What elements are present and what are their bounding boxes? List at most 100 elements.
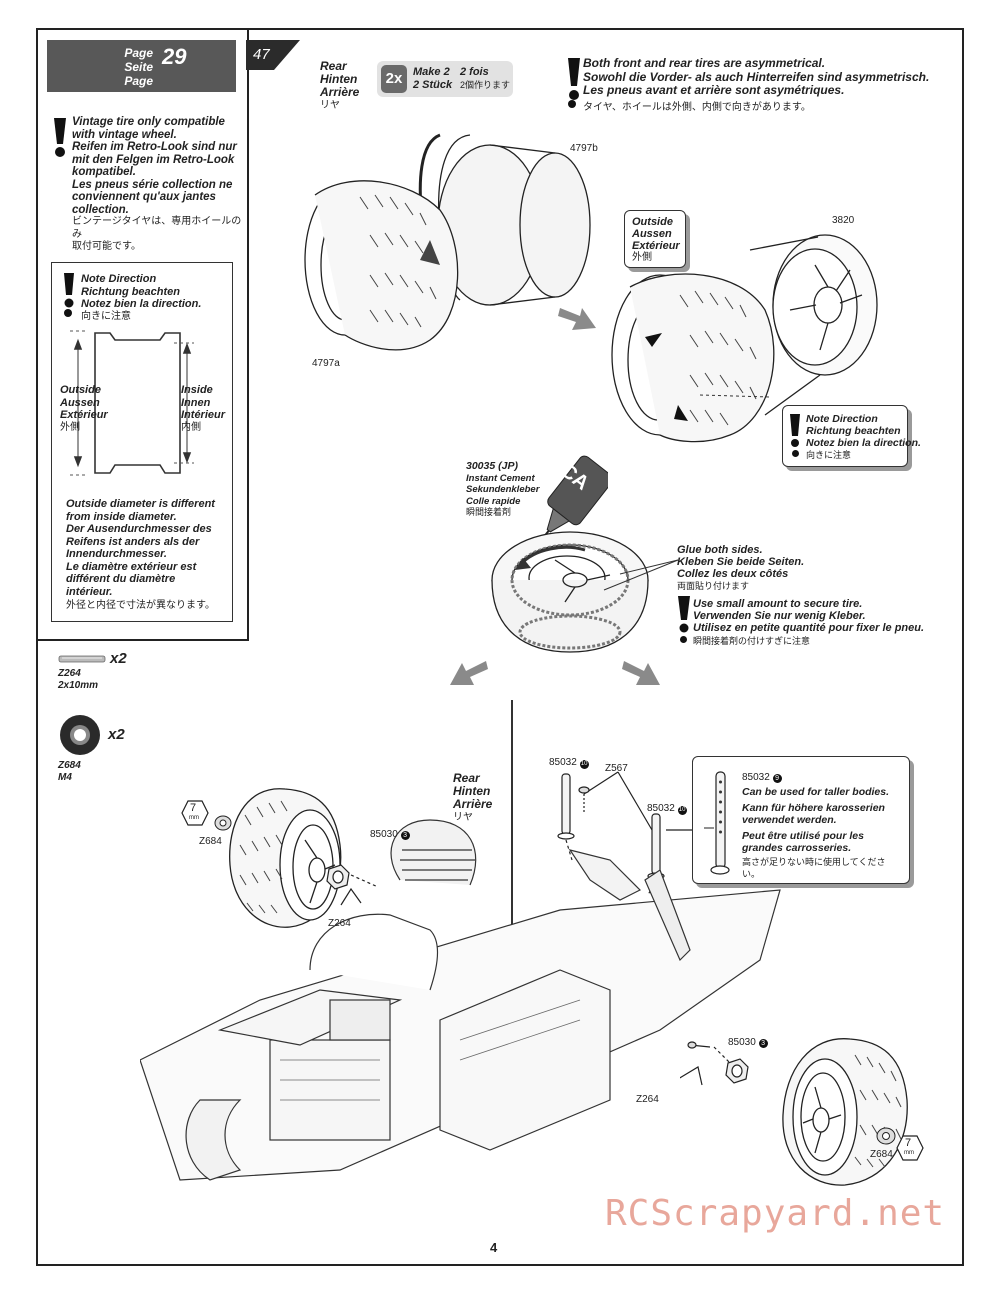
note-line: intérieur. bbox=[66, 585, 113, 598]
z264-qty: x2 bbox=[110, 650, 127, 667]
warning-line: Sowohl die Vorder- als auch Hinterreifen… bbox=[583, 69, 930, 84]
label-line: 両面貼り付けます bbox=[677, 581, 750, 591]
label-line: Notez bien la direction. bbox=[806, 437, 921, 449]
note-line: Le diamètre extérieur est bbox=[66, 560, 197, 573]
part-size: M4 bbox=[58, 772, 72, 783]
label-line: Outside bbox=[60, 384, 101, 396]
warning-line: Both front and rear tires are asymmetric… bbox=[583, 56, 826, 70]
outside-label: Outside Aussen Extérieur 外側 bbox=[60, 384, 108, 434]
arrow-right-down-icon bbox=[558, 308, 596, 330]
wrench-size-unit: mm bbox=[904, 1150, 914, 1156]
label-line: Arrière bbox=[320, 85, 360, 99]
label-line: grandes carrosseries. bbox=[742, 842, 852, 854]
warning-line: Les pneus avant et arrière sont asymétri… bbox=[583, 83, 845, 97]
warning-line: collection. bbox=[72, 203, 129, 216]
inside-label: Inside Innen Intérieur 内側 bbox=[181, 384, 225, 434]
warning-line: conviennent qu'aux jantes bbox=[72, 191, 216, 203]
ca-glue-bottle-icon bbox=[540, 455, 608, 541]
label-line: Collez les deux côtés bbox=[677, 568, 789, 580]
label-line: 外側 bbox=[632, 252, 652, 263]
label-line: Can be used for taller bodies. bbox=[742, 786, 890, 798]
part-label-85030-b: 85030 3 bbox=[728, 1037, 768, 1048]
warning-line: ビンテージタイヤは、専用ホイールのみ bbox=[72, 216, 242, 240]
warning-line: with vintage wheel. bbox=[72, 128, 177, 141]
label-line: Intérieur bbox=[181, 409, 226, 421]
note-line: différent du diamètre bbox=[66, 573, 176, 585]
body-post-illustration bbox=[704, 771, 730, 875]
label-line: Arrière bbox=[453, 797, 493, 811]
label-line: 2 Stück bbox=[413, 79, 453, 91]
label-line: Inside bbox=[181, 384, 213, 396]
part-label-z567: Z567 bbox=[605, 763, 628, 774]
taller-bodies-text: Can be used for taller bodies. Kann für … bbox=[742, 786, 902, 880]
watermark: RCScrapyard.net bbox=[605, 1193, 946, 1234]
circled-number-icon: 3 bbox=[400, 831, 410, 840]
outside-callout-text: Outside Aussen Extérieur 外側 bbox=[632, 216, 680, 264]
warning-line: Verwenden Sie nur wenig Kleber. bbox=[693, 610, 866, 622]
part-label-z684-b: Z684 bbox=[870, 1149, 893, 1160]
bullet-icon bbox=[680, 636, 687, 643]
wrench-size-value: 7 bbox=[190, 802, 197, 814]
small-amount-warning: Use small amount to secure tire. Verwend… bbox=[693, 598, 924, 634]
tire-insert-exploded-illustration bbox=[304, 133, 591, 351]
circled-number-icon: 10 bbox=[579, 760, 589, 769]
left-hub-nut-illustration bbox=[326, 864, 379, 906]
wrench-size-value: 7 bbox=[905, 1137, 912, 1149]
right-rear-wheel-illustration bbox=[782, 1038, 908, 1186]
label-line: 内側 bbox=[181, 421, 201, 433]
circled-number-icon: 10 bbox=[677, 806, 687, 815]
taller-part-label: 85032 9 bbox=[742, 772, 782, 783]
warning-line: Utilisez en petite quantité pour fixer l… bbox=[693, 622, 925, 634]
left-rear-wheel-illustration bbox=[229, 788, 342, 928]
z684-nut-small-icon bbox=[876, 1127, 896, 1145]
part-code: 85032 bbox=[647, 803, 675, 814]
page-reference-tab: Page Seite Page 29 bbox=[47, 40, 236, 92]
z684-spec: Z684 M4 bbox=[58, 760, 81, 784]
label-line: Colle rapide bbox=[466, 495, 521, 507]
part-label-85030-a: 85030 3 bbox=[370, 829, 410, 840]
note-line: from inside diameter. bbox=[66, 510, 177, 523]
label-line: Note Direction bbox=[806, 413, 878, 425]
warning-line: Les pneus série collection ne bbox=[72, 178, 233, 191]
taller-bodies-callout bbox=[692, 756, 910, 884]
note-line: Notez bien la direction. bbox=[81, 298, 202, 310]
label-line: Innen bbox=[181, 396, 211, 409]
label-line: Hinten bbox=[320, 72, 358, 86]
warning-line: mit den Felgen im Retro-Look bbox=[72, 153, 235, 166]
outside-callout bbox=[624, 210, 686, 268]
label-line: Rear bbox=[453, 771, 480, 785]
circled-number-icon: 9 bbox=[772, 774, 782, 783]
note-line: 外径と内径で寸法が異なります。 bbox=[66, 600, 215, 611]
diameter-note: Outside diameter is different from insid… bbox=[66, 498, 231, 613]
part-code: 85032 bbox=[549, 757, 577, 768]
asymmetric-warning-jp: タイヤ、ホイールは外側、内側で向きがあります。 bbox=[583, 102, 811, 113]
arrow-down-left-icon bbox=[450, 661, 488, 685]
part-label-4797b: 4797b bbox=[570, 143, 598, 154]
page-reference-number: 29 bbox=[162, 44, 187, 69]
label-line: Kleben Sie beide Seiten. bbox=[677, 556, 805, 568]
seite-label: Seite bbox=[124, 60, 153, 74]
part-label-z264-b: Z264 bbox=[636, 1094, 659, 1105]
z684-nut-small-icon bbox=[214, 815, 232, 831]
rear-label-mid: Rear Hinten Arrière リヤ bbox=[453, 772, 492, 824]
tire-glue-illustration bbox=[491, 531, 649, 653]
label-line: Outside bbox=[632, 216, 673, 228]
note-direction-callout bbox=[782, 405, 908, 467]
label-line: リヤ bbox=[453, 812, 473, 823]
warning-line: Use small amount to secure tire. bbox=[693, 598, 863, 610]
warning-line: kompatibel. bbox=[72, 166, 136, 178]
label-line: Kann für höhere karosserien bbox=[742, 802, 885, 814]
note-line: Richtung beachten bbox=[81, 285, 181, 298]
z684-nut-icon bbox=[60, 715, 100, 755]
sidebar-divider bbox=[247, 28, 249, 640]
arrow-down-right-icon bbox=[622, 661, 660, 685]
bullet-icon bbox=[64, 309, 72, 317]
label-line: 高さが足りない時に使用してください。 bbox=[742, 857, 886, 879]
direction-note-box bbox=[51, 262, 233, 622]
label-line: 2個作ります bbox=[460, 80, 511, 90]
part-code: Z264 bbox=[58, 668, 81, 679]
glue-leader-lines bbox=[603, 559, 679, 591]
warning-line: Reifen im Retro-Look sind nur bbox=[72, 141, 237, 153]
make-text-right: 2 fois 2個作ります bbox=[460, 66, 510, 92]
wrench-size-unit: mm bbox=[189, 815, 199, 821]
